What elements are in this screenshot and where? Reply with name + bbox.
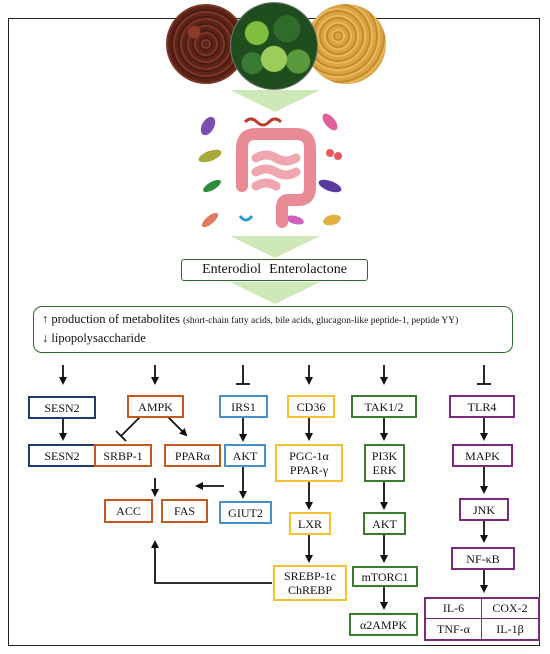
acc-box: ACC (104, 499, 153, 523)
jnk-label: JNK (472, 502, 495, 517)
il6-label: IL-6 (426, 599, 482, 619)
tnfa-label: TNF-α (426, 619, 482, 639)
ppara-box: PPARα (164, 444, 221, 467)
ppara-label: PPARα (174, 448, 211, 463)
lignan-metabolites-box: Enterodiol Enterolactone (181, 259, 368, 281)
srbp1-box: SRBP-1 (94, 444, 152, 467)
mtorc1-box: mTORC1 (352, 566, 418, 587)
golden-seeds-image (306, 4, 386, 84)
akt-green-box: AKT (363, 512, 406, 535)
acc-label: ACC (116, 504, 141, 518)
srebp-chrebp-box: SREBP-1c ChREBP (273, 565, 347, 601)
enterolactone-label: Enterolactone (269, 262, 347, 277)
pi3k-erk-box: PI3K ERK (364, 444, 405, 482)
akt-blue-box: AKT (224, 444, 266, 467)
ampk-label: AMPK (138, 399, 173, 414)
chevron-arrow-3 (230, 282, 320, 304)
cd36-box: CD36 (287, 395, 335, 418)
fas-box: FAS (161, 499, 208, 523)
akt-blue-label: AKT (232, 448, 258, 463)
akt-green-label: AKT (372, 516, 397, 531)
tlr4-label: TLR4 (467, 399, 497, 414)
cytokines-box: IL-6 COX-2 TNF-α IL-1β (424, 597, 540, 641)
glut2-box: GIUT2 (219, 501, 272, 524)
jnk-box: JNK (459, 498, 509, 521)
sesn2-bottom-box: SESN2 (28, 444, 96, 467)
mtorc1-label: mTORC1 (361, 569, 409, 584)
metabolites-box: ↑ production of metabolites (short-chain… (33, 306, 513, 353)
cox2-label: COX-2 (482, 599, 538, 619)
tak12-label: TAK1/2 (364, 399, 404, 414)
ampk-box: AMPK (127, 395, 184, 418)
chrebp-label: ChREBP (287, 583, 332, 597)
lxr-box: LXR (289, 512, 331, 535)
fas-label: FAS (173, 504, 196, 518)
pgc1a-label: PGC-1α (289, 449, 329, 463)
erk-label: ERK (372, 463, 397, 477)
chevron-arrow-1 (230, 90, 320, 112)
microbe-icon (198, 113, 342, 228)
irs1-box: IRS1 (219, 395, 268, 418)
pi3k-label: PI3K (371, 449, 398, 463)
mapk-box: MAPK (452, 444, 513, 467)
pgc1a-ppar-box: PGC-1α PPAR-γ (275, 444, 343, 482)
metabolites-increase: ↑ production of metabolites (42, 312, 180, 326)
pparg-label: PPAR-γ (289, 463, 329, 477)
mapk-label: MAPK (465, 448, 500, 463)
enterodiol-label: Enterodiol (202, 262, 262, 277)
lxr-label: LXR (298, 516, 322, 531)
nfkb-label: NF-κB (466, 551, 500, 566)
metabolites-line-1: ↑ production of metabolites (short-chain… (42, 311, 504, 330)
srbp1-label: SRBP-1 (103, 448, 143, 463)
irs1-label: IRS1 (231, 399, 256, 414)
tlr4-box: TLR4 (449, 395, 515, 418)
a2ampk-box: α2AMPK (349, 613, 418, 636)
chevron-arrow-2 (230, 236, 320, 258)
glut2-label: GIUT2 (228, 505, 263, 520)
srebp1c-label: SREBP-1c (283, 569, 336, 583)
sesn2-top-label: SESN2 (44, 400, 80, 415)
intestine-with-microbes-image (198, 113, 342, 228)
green-vegetables-image (230, 2, 318, 90)
metabolites-detail: (short-chain fatty acids, bile acids, gl… (182, 316, 459, 326)
intestine-icon (236, 128, 316, 228)
cd36-label: CD36 (296, 399, 326, 414)
il1b-label: IL-1β (496, 621, 524, 636)
a2ampk-label: α2AMPK (360, 617, 407, 632)
nfkb-box: NF-κB (451, 547, 515, 570)
sesn2-top-box: SESN2 (28, 396, 96, 419)
lps-decrease: ↓ lipopolysaccharide (42, 331, 146, 345)
tak12-box: TAK1/2 (351, 395, 417, 418)
sesn2-bottom-label: SESN2 (44, 448, 80, 463)
